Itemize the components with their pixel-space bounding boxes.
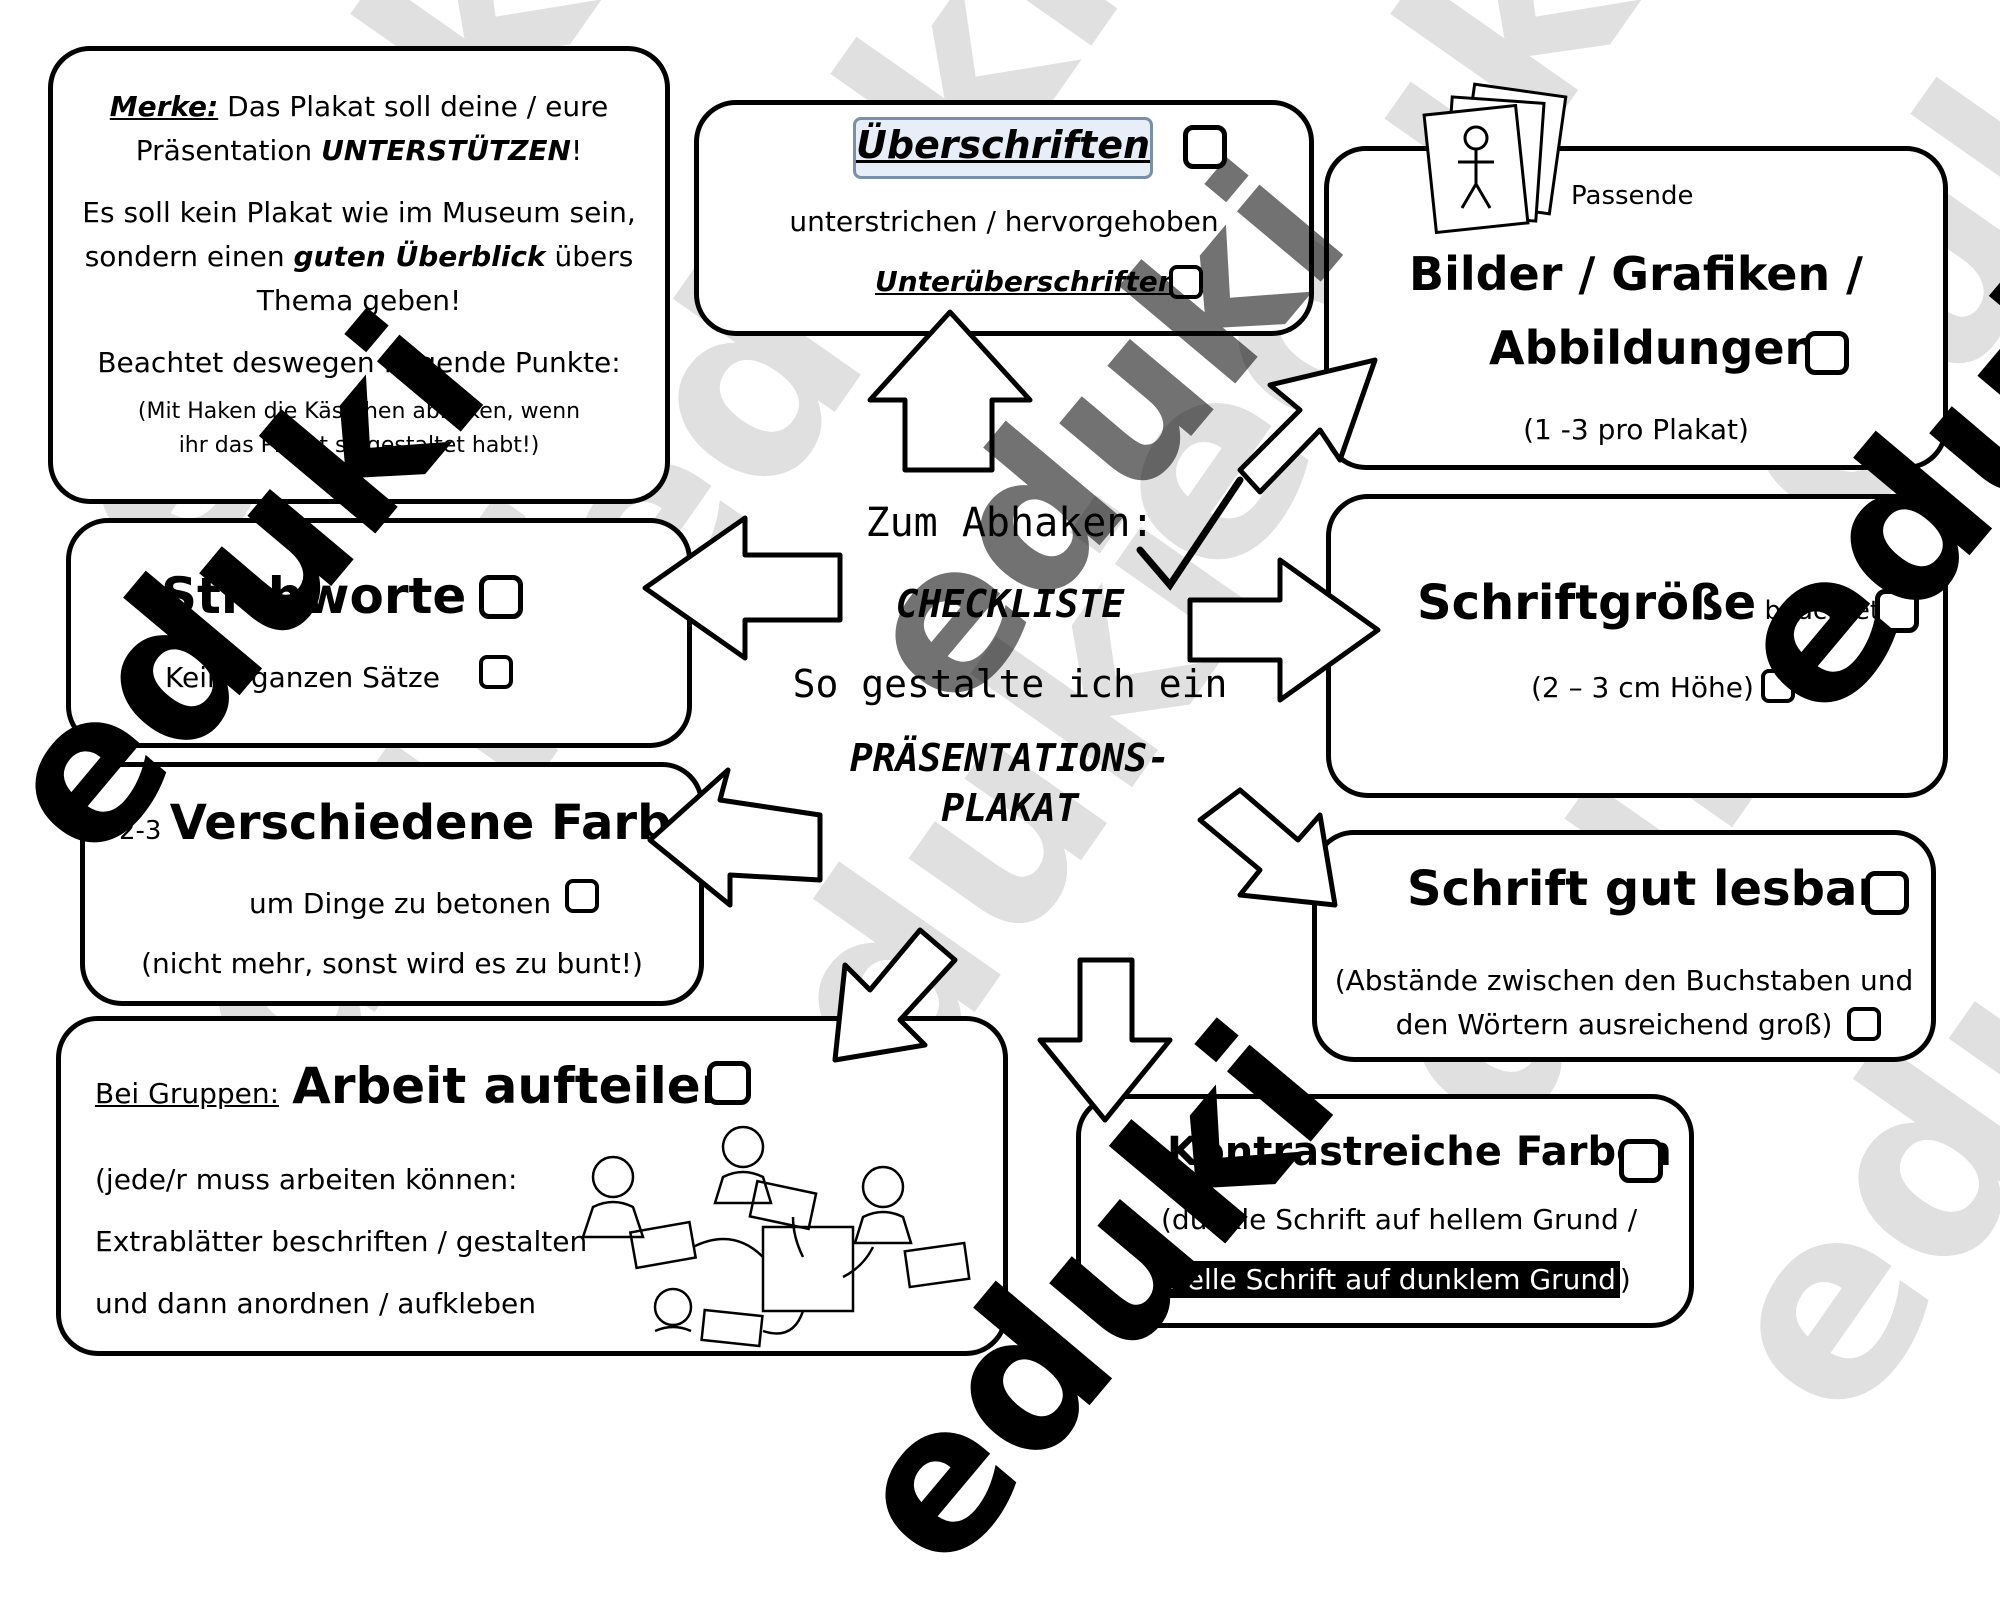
checkbox-stichworte[interactable] [479, 575, 523, 619]
farben-note: (nicht mehr, sonst wird es zu bunt!) [141, 947, 643, 980]
stichworte-title: Stichworte [161, 567, 467, 625]
merke-line7: (Mit Haken die Kästchen abhaken, wenn [137, 399, 581, 424]
merke-line4c: übers [545, 240, 634, 273]
checkbox-unterueberschriften[interactable] [1169, 265, 1203, 299]
center-line5: PLAKAT [941, 786, 1079, 830]
farben-box: 2-3 Verschiedene Farben um Dinge zu beto… [80, 762, 738, 1006]
arrow-down [1037, 957, 1173, 1123]
merke-box: Merke: Das Plakat soll deine / eure Präs… [48, 46, 670, 504]
kontrast-line2-end: ) [1619, 1263, 1631, 1296]
kontrast-line2-wrap: helle Schrift auf dunklem Grund) [1165, 1261, 1631, 1298]
arrow-lower-right [1197, 787, 1338, 908]
kontrast-line1: (dunkle Schrift auf hellem Grund / [1161, 1203, 1638, 1236]
arbeit-line2: Extrablätter beschriften / gestalten [95, 1225, 588, 1258]
arrow-upper-right [1237, 357, 1378, 495]
center-line2: CHECKLISTE [895, 582, 1125, 626]
arbeit-prefix: Bei Gruppen: [95, 1077, 280, 1110]
arrow-left [642, 515, 843, 661]
arbeit-box: Bei Gruppen: Arbeit aufteilen (jede/r mu… [56, 1016, 1008, 1356]
farben-sub: um Dinge zu betonen [249, 887, 552, 920]
checkbox-lesbar[interactable] [1865, 871, 1909, 915]
arbeit-title: Arbeit aufteilen [292, 1057, 737, 1115]
farben-prefix: 2-3 [119, 816, 170, 846]
checkbox-abstaende[interactable] [1847, 1007, 1881, 1041]
arbeit-heading: Bei Gruppen: Arbeit aufteilen [95, 1057, 736, 1115]
merke-line4b: guten Überblick [293, 240, 546, 273]
checkbox-bilder[interactable] [1805, 331, 1849, 375]
checkbox-keine-saetze[interactable] [479, 655, 513, 689]
checkbox-kontrast[interactable] [1619, 1139, 1663, 1183]
unterueberschriften-label: Unterüberschriften [875, 265, 1178, 298]
lesbar-note1: (Abstände zwischen den Buchstaben und [1334, 964, 1914, 997]
center-block: Zum Abhaken: CHECKLISTE So gestalte ich … [780, 500, 1240, 830]
group-work-sketch-icon [581, 1125, 971, 1348]
checkmark-icon [1136, 476, 1244, 591]
bilder-note: (1 -3 pro Plakat) [1523, 413, 1749, 446]
merke-text: Merke: Das Plakat soll deine / eure Präs… [53, 85, 665, 463]
ueberschriften-box: Überschriften unterstrichen / hervorgeho… [694, 100, 1314, 336]
arbeit-line3: und dann anordnen / aufkleben [95, 1287, 536, 1320]
ueberschriften-title: Überschriften [855, 123, 1151, 167]
bilder-box: Passende Bilder / Grafiken / Abbildungen… [1324, 146, 1948, 470]
checkbox-schriftgroesse[interactable] [1875, 589, 1919, 633]
ueberschriften-sub: unterstrichen / hervorgehoben [789, 205, 1219, 238]
stichworte-box: Stichworte Keine ganzen Sätze [66, 518, 692, 748]
merke-line2a: Präsentation [135, 134, 322, 167]
farben-heading: 2-3 Verschiedene Farben [119, 795, 738, 851]
arrow-right [1187, 557, 1381, 703]
center-line3: So gestalte ich ein [792, 662, 1228, 706]
lesbar-note2: den Wörtern ausreichend groß) [1395, 1008, 1833, 1041]
checkbox-ueberschriften[interactable] [1183, 125, 1227, 169]
lesbar-box: Schrift gut lesbar (Abstände zwischen de… [1312, 830, 1936, 1062]
bilder-title2: Abbildungen [1489, 321, 1818, 375]
merke-line4a: sondern einen [84, 240, 294, 273]
schriftgroesse-small: beachtet [1756, 596, 1881, 626]
schriftgroesse-box: Schriftgröße beachtet (2 – 3 cm Höhe) [1326, 494, 1948, 798]
schriftgroesse-title: Schriftgröße [1417, 575, 1757, 631]
arbeit-text: (jede/r muss arbeiten können: Extrablätt… [95, 1149, 587, 1335]
center-line4: PRÄSENTATIONS- [849, 736, 1171, 780]
farben-title: Verschiedene Farben [169, 795, 739, 851]
lesbar-notes: (Abstände zwischen den Buchstaben und de… [1317, 959, 1931, 1047]
kontrast-title: Kontrastreiche Farben [1167, 1129, 1672, 1175]
merke-line2c: ! [570, 134, 583, 167]
arrow-lower-left [832, 927, 958, 1063]
merke-line3: Es soll kein Plakat wie im Museum sein, [82, 196, 636, 229]
schriftgroesse-heading: Schriftgröße beachtet [1417, 575, 1880, 631]
schriftgroesse-note: (2 – 3 cm Höhe) [1531, 671, 1754, 704]
merke-line8: ihr das Plakat so gestaltet habt!) [178, 433, 540, 458]
checkbox-arbeit[interactable] [707, 1061, 751, 1105]
stichworte-sub: Keine ganzen Sätze [165, 661, 440, 694]
center-line1: Zum Abhaken: [865, 500, 1155, 546]
checkbox-farben[interactable] [565, 879, 599, 913]
bilder-small: Passende [1571, 181, 1694, 211]
stick-figure-pictures-icon [1422, 82, 1568, 235]
lesbar-title: Schrift gut lesbar [1407, 861, 1882, 917]
merke-line1: Das Plakat soll deine / eure [227, 90, 609, 123]
arbeit-line1: (jede/r muss arbeiten können: [95, 1163, 518, 1196]
merke-line5: Thema geben! [256, 284, 462, 317]
kontrast-box: Kontrastreiche Farben (dunkle Schrift au… [1076, 1094, 1694, 1328]
arrow-up [867, 309, 1033, 473]
merke-line6: Beachtet deswegen folgende Punkte: [97, 346, 621, 379]
arrow-left-lower [647, 767, 823, 908]
merke-label: Merke: [109, 90, 219, 123]
bilder-title1: Bilder / Grafiken / [1409, 247, 1863, 301]
arrows-layer [642, 309, 1381, 1123]
ueberschriften-highlight [853, 117, 1153, 179]
kontrast-line2: helle Schrift auf dunklem Grund [1165, 1261, 1620, 1298]
checkbox-schrifthoehe[interactable] [1761, 669, 1795, 703]
merke-line2b: UNTERSTÜTZEN [321, 134, 571, 167]
